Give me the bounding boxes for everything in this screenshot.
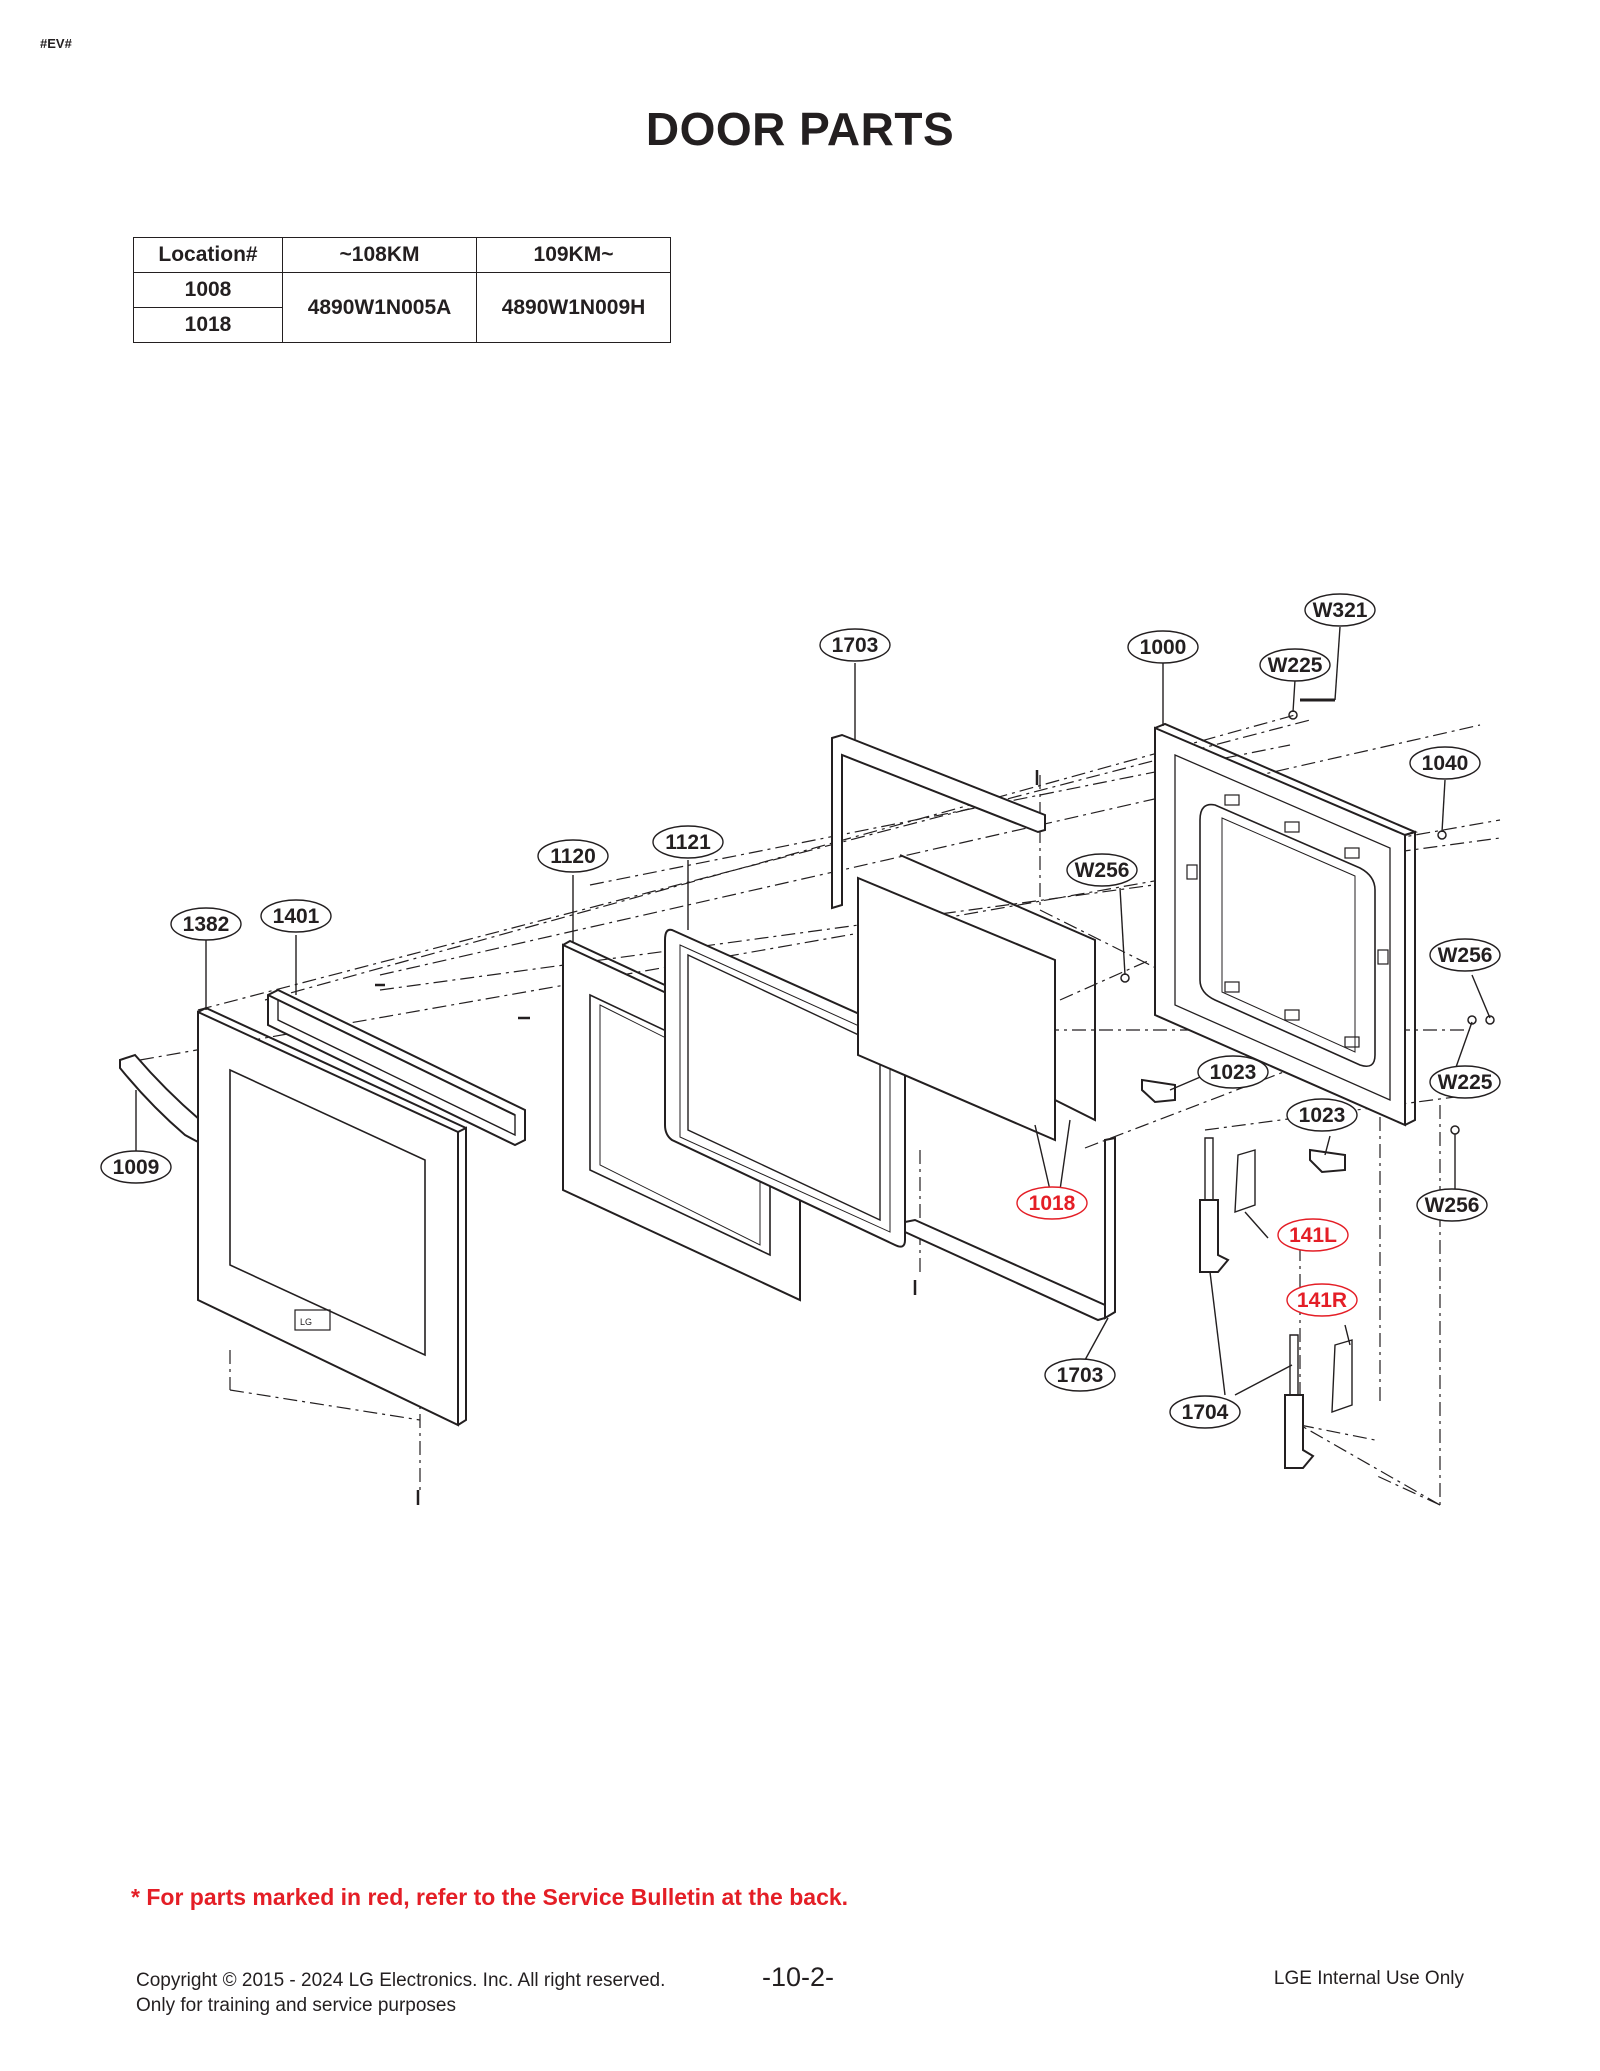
door-gasket-top [831, 733, 1046, 910]
table-cell-location: 1018 [133, 307, 283, 343]
callout-label: 1401 [273, 905, 320, 928]
callout-w321 [1304, 593, 1376, 627]
fasteners [375, 698, 1495, 1505]
hinge-left [1199, 1137, 1256, 1273]
callout-label: 1120 [550, 845, 596, 868]
inner-door-panel [1154, 722, 1418, 1127]
table-row: 1018 [133, 307, 671, 343]
callout-label: W321 [1313, 599, 1368, 622]
callout-label: 1023 [1210, 1061, 1257, 1084]
callout-1704 [1169, 1395, 1241, 1429]
callout-label-red: 141L [1289, 1224, 1337, 1247]
callout-label: 1009 [113, 1156, 160, 1179]
door-gasket-bottom [904, 1136, 1116, 1322]
callout-w256 [1416, 1188, 1488, 1222]
callout-w225 [1429, 1065, 1501, 1099]
table-cell-part-108km: 4890W1N005A [282, 272, 477, 343]
document-tag: #EV# [40, 36, 72, 51]
callout-label: 1704 [1182, 1401, 1229, 1424]
callout-label-red: 1018 [1029, 1192, 1076, 1215]
footer-copyright: Copyright © 2015 - 2024 LG Electronics. … [136, 1968, 665, 2018]
lg-logo-badge [294, 1309, 331, 1331]
callout-labels: 1703 1000 W321 W225 1040 1121 1120 W256 … [113, 599, 1493, 1424]
callout-w256 [1429, 938, 1501, 972]
callout-1703 [1044, 1358, 1116, 1392]
page-number: -10-2- [762, 1962, 835, 1992]
location-table: Location# ~108KM 109KM~ 1008 4890W1N005A… [133, 237, 671, 343]
hinge-right [1284, 1334, 1353, 1469]
training-text: Only for training and service purposes [136, 1995, 456, 2016]
page-title: DOOR PARTS [645, 103, 955, 155]
callout-1023 [1286, 1098, 1358, 1132]
top-trim [267, 988, 526, 1147]
callout-1018 [1016, 1186, 1088, 1220]
callout-1703 [819, 628, 891, 662]
callout-141r [1286, 1283, 1358, 1317]
callout-141l [1277, 1218, 1349, 1252]
callout-label: W256 [1438, 944, 1493, 967]
table-cell-location: 1008 [133, 272, 283, 308]
door-clips [1141, 1078, 1346, 1174]
table-row: 1008 4890W1N005A 4890W1N009H [133, 272, 671, 343]
callout-1009 [100, 1150, 172, 1184]
callout-1040 [1409, 746, 1481, 780]
outer-door-panel: LG [197, 1006, 467, 1427]
callout-label-red: 141R [1297, 1289, 1347, 1312]
callout-label: 1023 [1299, 1104, 1346, 1127]
callout-1121 [652, 825, 724, 859]
callout-1382 [170, 907, 242, 941]
callout-1023 [1197, 1055, 1269, 1089]
callout-label: 1121 [665, 831, 711, 854]
table-cell-part-109km: 4890W1N009H [476, 272, 671, 343]
callout-label: 1703 [1057, 1364, 1104, 1387]
callout-label: 1703 [832, 634, 879, 657]
svg-text:LG: LG [300, 1317, 312, 1327]
callout-label: W225 [1438, 1071, 1493, 1094]
callout-label: 1040 [1422, 752, 1469, 775]
screw-1040 [1437, 830, 1447, 840]
copyright-text: Copyright © 2015 - 2024 LG Electronics. … [136, 1970, 666, 1991]
glass-panes [857, 854, 1096, 1142]
screw-w256 [1485, 1015, 1495, 1025]
callouts [100, 593, 1501, 1429]
callout-w256 [1066, 853, 1138, 887]
callout-label: 1382 [183, 913, 230, 936]
callout-label: W256 [1425, 1194, 1480, 1217]
leader-lines [135, 626, 1491, 1396]
callout-1120 [537, 839, 609, 873]
callout-w225 [1259, 648, 1331, 682]
service-bulletin-note: * For parts marked in red, refer to the … [131, 1884, 849, 1910]
callout-label: 1000 [1140, 636, 1187, 659]
screw-w256 [1120, 973, 1130, 983]
screw-w256 [1450, 1125, 1460, 1135]
callout-label: W225 [1268, 654, 1323, 677]
callout-1000 [1127, 630, 1199, 664]
internal-use-label: LGE Internal Use Only [1273, 1968, 1464, 1989]
callout-1401 [260, 899, 332, 933]
glass-frame [664, 928, 906, 1248]
callout-label: W256 [1075, 859, 1130, 882]
